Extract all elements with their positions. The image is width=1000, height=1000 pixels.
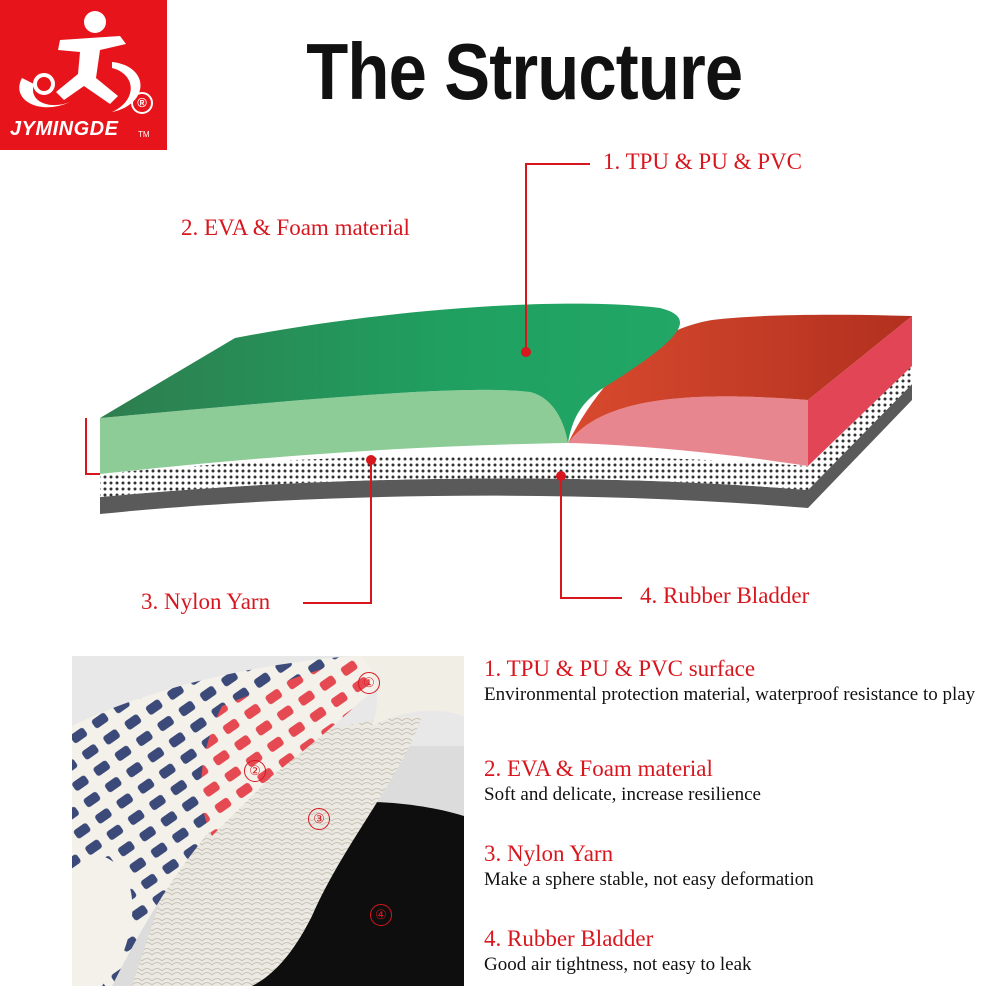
brand-logo: ® JYMINGDE TM [0, 0, 167, 150]
layer-cross-section [85, 163, 912, 604]
layer-description-4: 4. Rubber Bladder Good air tightness, no… [484, 925, 984, 977]
page-title: The Structure [306, 27, 743, 116]
leader-dot-4 [556, 471, 566, 481]
layer-description-2: 2. EVA & Foam material Soft and delicate… [484, 755, 984, 807]
layer-heading-3: 3. Nylon Yarn [484, 841, 614, 866]
photo-marker-2: ② [244, 760, 266, 782]
material-photo: ① ② ③ ④ [72, 656, 464, 986]
leader-dot-1 [521, 347, 531, 357]
leader-line-2 [85, 418, 100, 475]
rubber-bladder-layer [100, 384, 912, 514]
photo-marker-4: ④ [370, 904, 392, 926]
green-top-face [100, 303, 680, 443]
green-side-face [100, 389, 568, 474]
leader-line-1 [525, 163, 590, 352]
layer-text-2: Soft and delicate, increase resilience [484, 784, 761, 805]
diagram-label-4: 4. Rubber Bladder [640, 583, 810, 608]
pink-side-face [568, 396, 808, 466]
diagram-label-3: 3. Nylon Yarn [141, 589, 271, 614]
layer-text-4: Good air tightness, not easy to leak [484, 954, 752, 975]
nylon-yarn-layer [100, 366, 912, 497]
registered-mark: ® [131, 92, 153, 114]
photo-marker-3: ③ [308, 808, 330, 830]
layer-heading-2: 2. EVA & Foam material [484, 756, 713, 781]
pink-end-face [808, 316, 912, 466]
leader-line-4 [560, 476, 622, 599]
leader-line-3 [303, 460, 372, 604]
diagram-label-1: 1. TPU & PU & PVC [603, 149, 802, 174]
layer-heading-1: 1. TPU & PU & PVC surface [484, 656, 756, 681]
layer-description-1: 1. TPU & PU & PVC surface Environmental … [484, 655, 984, 707]
leader-dot-3 [366, 455, 376, 465]
trademark-mark: TM [138, 130, 150, 139]
layer-text-3: Make a sphere stable, not easy deformati… [484, 869, 814, 890]
layer-text-1: Environmental protection material, water… [484, 684, 976, 705]
layer-heading-4: 4. Rubber Bladder [484, 926, 654, 951]
layer-description-3: 3. Nylon Yarn Make a sphere stable, not … [484, 840, 984, 892]
diagram-label-2: 2. EVA & Foam material [181, 215, 410, 240]
brand-name: JYMINGDE [10, 118, 119, 140]
photo-marker-1: ① [358, 672, 380, 694]
photo-illustration [72, 656, 464, 986]
